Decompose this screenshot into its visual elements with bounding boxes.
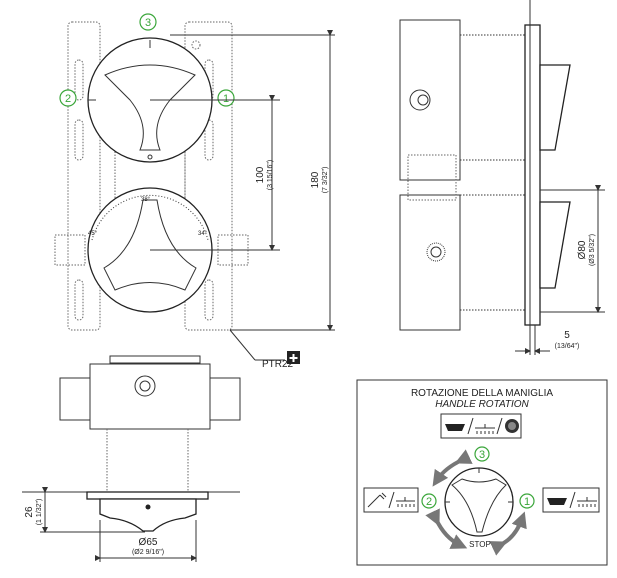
rotation-title: ROTAZIONE DELLA MANIGLIA xyxy=(411,388,553,399)
mounting-plate-left xyxy=(67,21,101,331)
svg-text:1: 1 xyxy=(223,93,229,105)
bath-shower-icon xyxy=(542,487,600,513)
scale-label: 38° xyxy=(141,197,151,203)
upper-handle xyxy=(104,64,196,151)
position-marker-3 xyxy=(139,13,157,31)
position-marker-1 xyxy=(217,89,235,107)
lower-handle xyxy=(103,199,197,291)
dimension-5: 5 xyxy=(564,330,570,341)
dimension-100: 100 (3 15/16") xyxy=(255,160,274,191)
stop-label: STOP xyxy=(469,540,491,549)
svg-text:(3 15/16"): (3 15/16") xyxy=(267,160,274,191)
handshower-shower-icon xyxy=(363,487,419,513)
lower-handle-side xyxy=(539,201,571,289)
dimension-180: 180 (7 3/32") xyxy=(310,167,329,194)
svg-text:1: 1 xyxy=(524,496,530,508)
dimension-diameter-80: Ø80 (Ø3 5/32") xyxy=(577,234,596,266)
scale-label: 34° xyxy=(198,231,208,237)
rotation-dial xyxy=(444,467,514,537)
front-view: 38° 45° 34° 3 2 1 100 (3 15/16") 180 (7 … xyxy=(54,13,335,370)
svg-text:26: 26 xyxy=(24,506,35,518)
wall-plate xyxy=(524,24,541,326)
svg-text:180: 180 xyxy=(310,171,321,188)
svg-text:(1 1/32"): (1 1/32") xyxy=(36,499,43,526)
svg-text:3: 3 xyxy=(145,17,151,29)
upper-handle-side xyxy=(539,64,571,151)
side-view: Ø80 (Ø3 5/32") 5 (13/64") xyxy=(399,0,605,355)
dimension-26: 26 (1 1/32") xyxy=(24,499,43,526)
scale-label: 45° xyxy=(88,231,98,237)
svg-text:(Ø3 5/32"): (Ø3 5/32") xyxy=(589,234,596,266)
svg-text:(Ø2 9/16"): (Ø2 9/16") xyxy=(132,549,164,556)
bath-shower-handshower-icon xyxy=(440,413,522,439)
rotation-subtitle: HANDLE ROTATION xyxy=(435,399,529,410)
handle-bottom xyxy=(99,498,197,532)
svg-text:(7 3/32"): (7 3/32") xyxy=(322,167,329,194)
position-marker-2 xyxy=(59,89,77,107)
handle-rotation-box: ROTAZIONE DELLA MANIGLIA HANDLE ROTATION… xyxy=(356,379,608,566)
svg-text:Ø80: Ø80 xyxy=(577,240,588,259)
bottom-view: 26 (1 1/32") Ø65 (Ø2 9/16") xyxy=(22,355,241,562)
ptr22-label: PTR22 xyxy=(262,359,294,370)
svg-text:3: 3 xyxy=(479,449,485,461)
svg-text:(13/64"): (13/64") xyxy=(555,343,580,350)
dimension-diameter-65: Ø65 xyxy=(139,537,158,548)
rotation-position-1 xyxy=(519,493,535,509)
rotation-position-3 xyxy=(474,446,490,462)
rotation-position-2 xyxy=(421,493,437,509)
svg-text:2: 2 xyxy=(426,496,432,508)
rosette xyxy=(86,491,209,500)
svg-text:100: 100 xyxy=(255,166,266,183)
svg-text:2: 2 xyxy=(65,93,71,105)
